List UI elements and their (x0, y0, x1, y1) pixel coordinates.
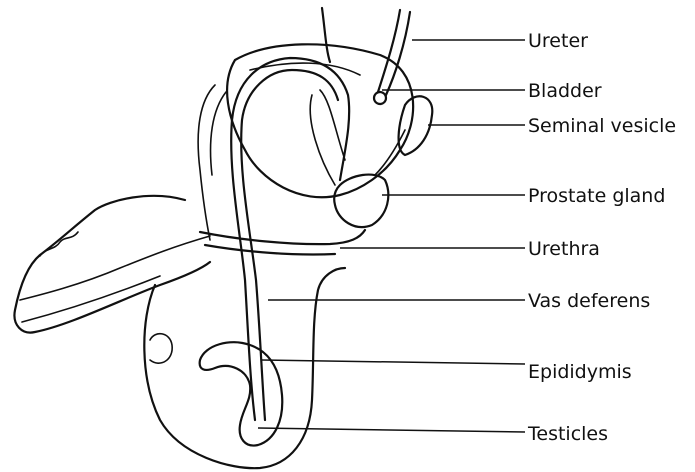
urethra-shape (200, 230, 365, 255)
label-testicles: Testicles (527, 423, 608, 445)
label-seminal-vesicle: Seminal vesicle (528, 115, 676, 137)
label-urethra: Urethra (528, 238, 600, 260)
leader-epididymis (262, 360, 525, 364)
labels: Ureter Bladder Seminal vesicle Prostate … (527, 30, 676, 445)
label-prostate-gland: Prostate gland (528, 185, 665, 207)
prostate-shape (334, 175, 388, 227)
label-vas-deferens: Vas deferens (528, 290, 650, 312)
leader-lines (258, 40, 525, 432)
penis-shape (14, 196, 210, 333)
testicle-shape (144, 268, 345, 468)
seminal-vesicle-shape (375, 96, 432, 175)
label-bladder: Bladder (528, 80, 602, 102)
label-epididymis: Epididymis (528, 361, 632, 383)
label-ureter: Ureter (528, 30, 588, 52)
leader-testicles (258, 428, 525, 432)
